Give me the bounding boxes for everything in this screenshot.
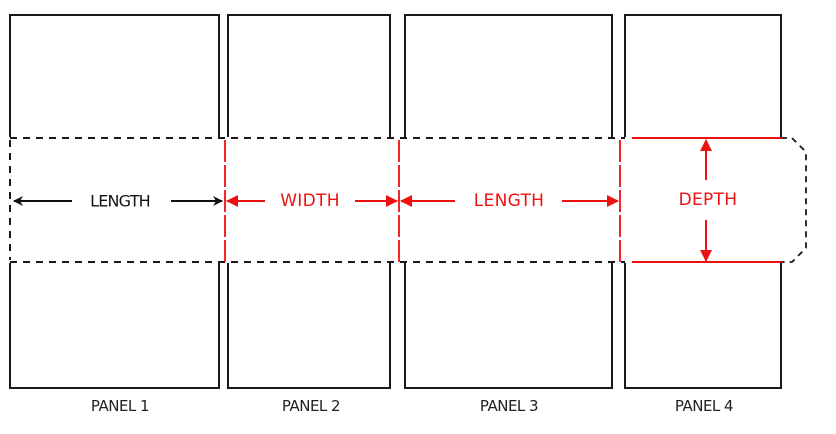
bottom-flap-1	[9, 263, 220, 389]
bottom-flap-2	[227, 263, 391, 389]
width-label: WIDTH	[278, 191, 342, 211]
top-flap-1	[9, 14, 220, 137]
panel-label-2: PANEL 2	[281, 397, 341, 415]
bottom-flap-3	[404, 263, 613, 389]
top-flap-2	[227, 14, 391, 137]
bottom-flap-4	[624, 263, 782, 389]
top-flap-3	[404, 14, 613, 137]
glue-tab	[781, 137, 807, 263]
panel-label-3: PANEL 3	[479, 397, 539, 415]
bottom-flaps	[9, 263, 782, 389]
depth-label: DEPTH	[676, 190, 740, 210]
panel-label-4: PANEL 4	[674, 397, 734, 415]
length-label-1: LENGTH	[88, 191, 152, 211]
depth-edges	[632, 137, 781, 263]
fold-lines	[9, 137, 625, 263]
top-flap-4	[624, 14, 782, 137]
top-flaps	[9, 14, 782, 137]
score-lines	[224, 140, 621, 262]
panel-label-1: PANEL 1	[90, 397, 150, 415]
length-label-2: LENGTH	[471, 191, 547, 211]
